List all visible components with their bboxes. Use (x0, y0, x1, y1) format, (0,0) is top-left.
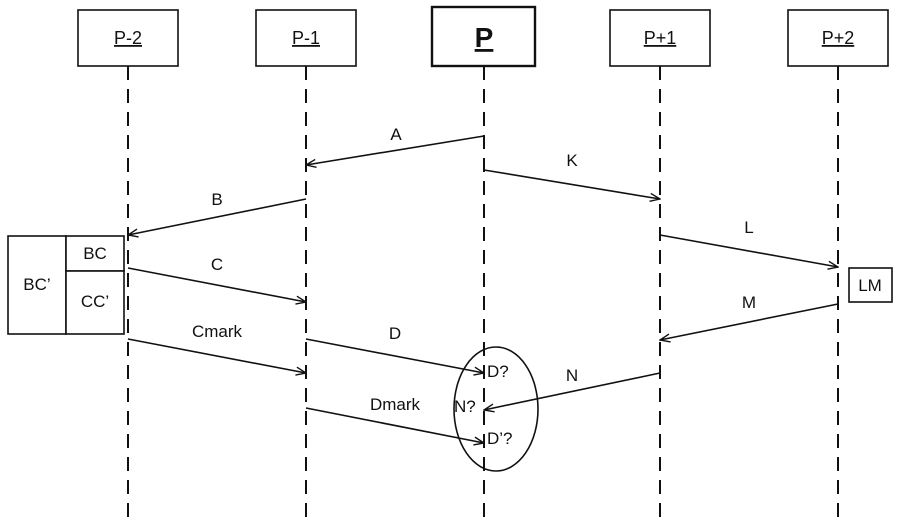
process-box (787, 9, 889, 67)
message-m-label: M (742, 293, 756, 312)
process-box (609, 9, 711, 67)
process-p-minus-2: P-2 (77, 9, 179, 67)
process-label-main: P (475, 22, 494, 53)
message-dmark-arrow (305, 407, 484, 443)
d-question-label: D? (487, 362, 509, 381)
message-c-label: C (211, 255, 223, 274)
bc-prime-box (7, 235, 67, 335)
message-k-label: K (566, 151, 578, 170)
cc-prime-label: CC’ (81, 292, 109, 311)
message-a-label: A (390, 125, 402, 144)
message-d-label: D (389, 324, 401, 343)
uncertainty-ellipse (453, 346, 539, 472)
lm-rect (848, 267, 893, 303)
message-cmark-arrow (127, 338, 306, 373)
process-label: P-2 (114, 28, 142, 48)
lm-label: LM (858, 276, 882, 295)
message-m-arrow (660, 303, 839, 340)
message-cmark-label: Cmark (192, 322, 243, 341)
message-c-arrow (127, 267, 306, 302)
process-p-minus-1: P-1 (255, 9, 357, 67)
cc-prime-box (65, 270, 125, 335)
process-p: P (430, 5, 537, 68)
d-prime-question-label: D’? (487, 429, 513, 448)
process-label: P+2 (822, 28, 855, 48)
process-p-plus-1: P+1 (609, 9, 711, 67)
checkpoint-box: BC’ BC CC’ (7, 235, 125, 335)
message-dmark-label: Dmark (370, 395, 421, 414)
lm-box: LM (848, 267, 893, 303)
bc-box (65, 235, 125, 272)
message-l-arrow (659, 234, 838, 267)
process-label: P+1 (644, 28, 677, 48)
message-k-arrow (483, 169, 660, 199)
bc-prime-label: BC’ (23, 275, 50, 294)
n-question-label: N? (454, 397, 476, 416)
message-l-label: L (744, 218, 753, 237)
message-a-arrow (306, 135, 485, 165)
process-box (77, 9, 179, 67)
process-box (255, 9, 357, 67)
bc-label: BC (83, 244, 107, 263)
message-b-label: B (211, 190, 222, 209)
process-box-main (430, 5, 537, 68)
process-p-plus-2: P+2 (787, 9, 889, 67)
message-n-label: N (566, 366, 578, 385)
message-d-arrow (305, 338, 484, 373)
message-b-arrow (128, 198, 307, 235)
process-label: P-1 (292, 28, 320, 48)
message-n-arrow (484, 372, 661, 410)
